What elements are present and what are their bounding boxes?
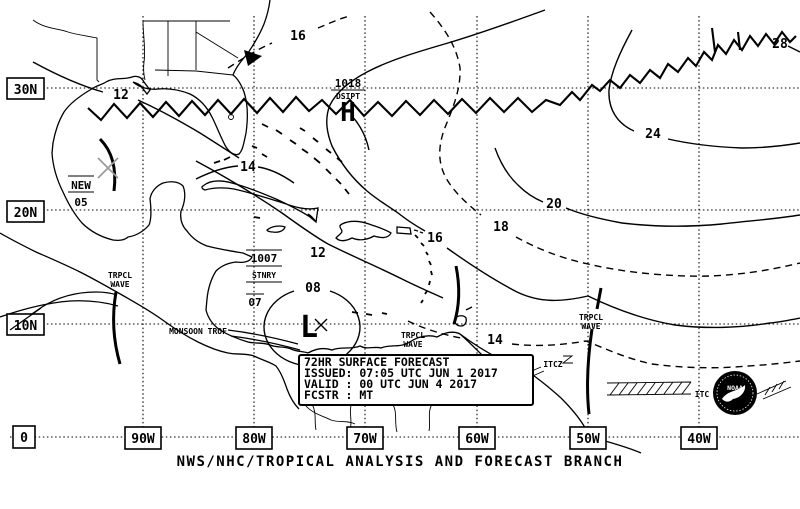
- lat-label-20n: 20N: [14, 206, 38, 221]
- branch-caption: NWS/NHC/TROPICAL ANALYSIS AND FORECAST B…: [176, 454, 624, 470]
- itcz-band: [524, 355, 792, 400]
- tropical-wave-label: TRPCL: [401, 331, 425, 340]
- low-pressure-center: L 1007 STNRY 07: [248, 252, 318, 345]
- lon-label-60w: 60W: [465, 432, 489, 447]
- low-aux-value: 07: [248, 296, 261, 309]
- contour-label: 18: [493, 220, 509, 235]
- itcz-z-symbol: [561, 355, 574, 364]
- contour-labels: 12 14 16 12 08 16 18 20 24 28 14: [113, 29, 788, 348]
- feature-labels: TRPCL WAVE TRPCL WAVE TRPCL WAVE MONSOON…: [108, 271, 709, 399]
- contour-label: 14: [487, 333, 503, 348]
- forecast-title: 72HR SURFACE FORECAST: [304, 355, 450, 369]
- high-pressure-center: 1018 DSIPT H: [335, 77, 362, 128]
- lat-label-eq: 0: [20, 431, 28, 446]
- axis-labels: 30N 20N 10N 0 90W 80W 70W 60W 50W 40W: [6, 77, 718, 450]
- lat-label-10n: 10N: [14, 319, 38, 334]
- islands-lesser-antilles: [351, 234, 433, 316]
- contour-label: 28: [772, 37, 788, 52]
- high-pressure-value: 1018: [335, 77, 362, 90]
- forecast-info-box: 72HR SURFACE FORECAST ISSUED: 07:05 UTC …: [298, 354, 534, 406]
- itcz-label: ITCZ: [543, 360, 562, 369]
- high-symbol: H: [340, 98, 356, 128]
- pressure-annotation-rules: [68, 89, 365, 295]
- noaa-logo: NOAA: [713, 371, 757, 415]
- isopleths: [32, 9, 800, 369]
- tropical-wave-label: WAVE: [581, 322, 600, 331]
- lon-label-40w: 40W: [687, 432, 711, 447]
- tropical-wave-label: TRPCL: [108, 271, 132, 280]
- coastal-fill-mark: [244, 50, 262, 66]
- island-jamaica: [266, 225, 286, 233]
- tropical-wave-label: WAVE: [110, 280, 129, 289]
- lat-label-30n: 30N: [14, 83, 38, 98]
- noaa-gull-icon: [722, 385, 746, 402]
- trough-through-10n-box: [9, 307, 42, 331]
- new-system-label: NEW: [71, 179, 91, 192]
- high-movement: DSIPT: [336, 92, 360, 101]
- contour-label: 12: [113, 88, 129, 103]
- contour-label: 14: [240, 160, 256, 175]
- low-pressure-value: 1007: [251, 252, 278, 265]
- tropical-wave-label: TRPCL: [579, 313, 603, 322]
- lon-label-50w: 50W: [576, 432, 600, 447]
- new-system-x-mark: [97, 157, 119, 179]
- tropical-wave-axes: [98, 137, 603, 415]
- contour-label: 08: [305, 281, 321, 296]
- contour-label: 16: [427, 231, 443, 246]
- new-system-annotation: NEW 05: [71, 179, 91, 209]
- island-puerto-rico: [396, 226, 424, 235]
- contour-label: 12: [310, 246, 326, 261]
- forecast-forecaster: FCSTR : MT: [304, 388, 374, 402]
- low-movement: STNRY: [252, 271, 276, 280]
- itcz-label-partial: ITC: [695, 390, 710, 399]
- island-hispaniola: [335, 220, 392, 242]
- lon-label-70w: 70W: [353, 432, 377, 447]
- coastline-us-gulf: [32, 0, 309, 354]
- position-markers: [97, 157, 328, 332]
- contour-label: 24: [645, 127, 661, 142]
- island-cuba: [201, 180, 319, 224]
- contour-label: 20: [546, 197, 562, 212]
- low-symbol: L: [300, 310, 318, 345]
- monsoon-trough: [0, 291, 301, 351]
- low-center-x-mark: [314, 318, 328, 332]
- monsoon-trough-label: MONSOON TROF: [169, 327, 227, 336]
- island-trinidad: [454, 306, 473, 327]
- forecast-issued: ISSUED: 07:05 UTC JUN 1 2017: [304, 366, 498, 380]
- lon-label-90w: 90W: [131, 432, 155, 447]
- new-system-value: 05: [74, 196, 87, 209]
- forecast-valid: VALID : 00 UTC JUN 4 2017: [304, 377, 478, 391]
- coastline-central-america-pacific: [0, 232, 300, 410]
- tropical-wave-label: WAVE: [403, 340, 422, 349]
- noaa-logo-text: NOAA: [727, 384, 743, 392]
- contour-label: 16: [290, 29, 306, 44]
- lon-label-80w: 80W: [242, 432, 266, 447]
- shear-line: [87, 27, 797, 122]
